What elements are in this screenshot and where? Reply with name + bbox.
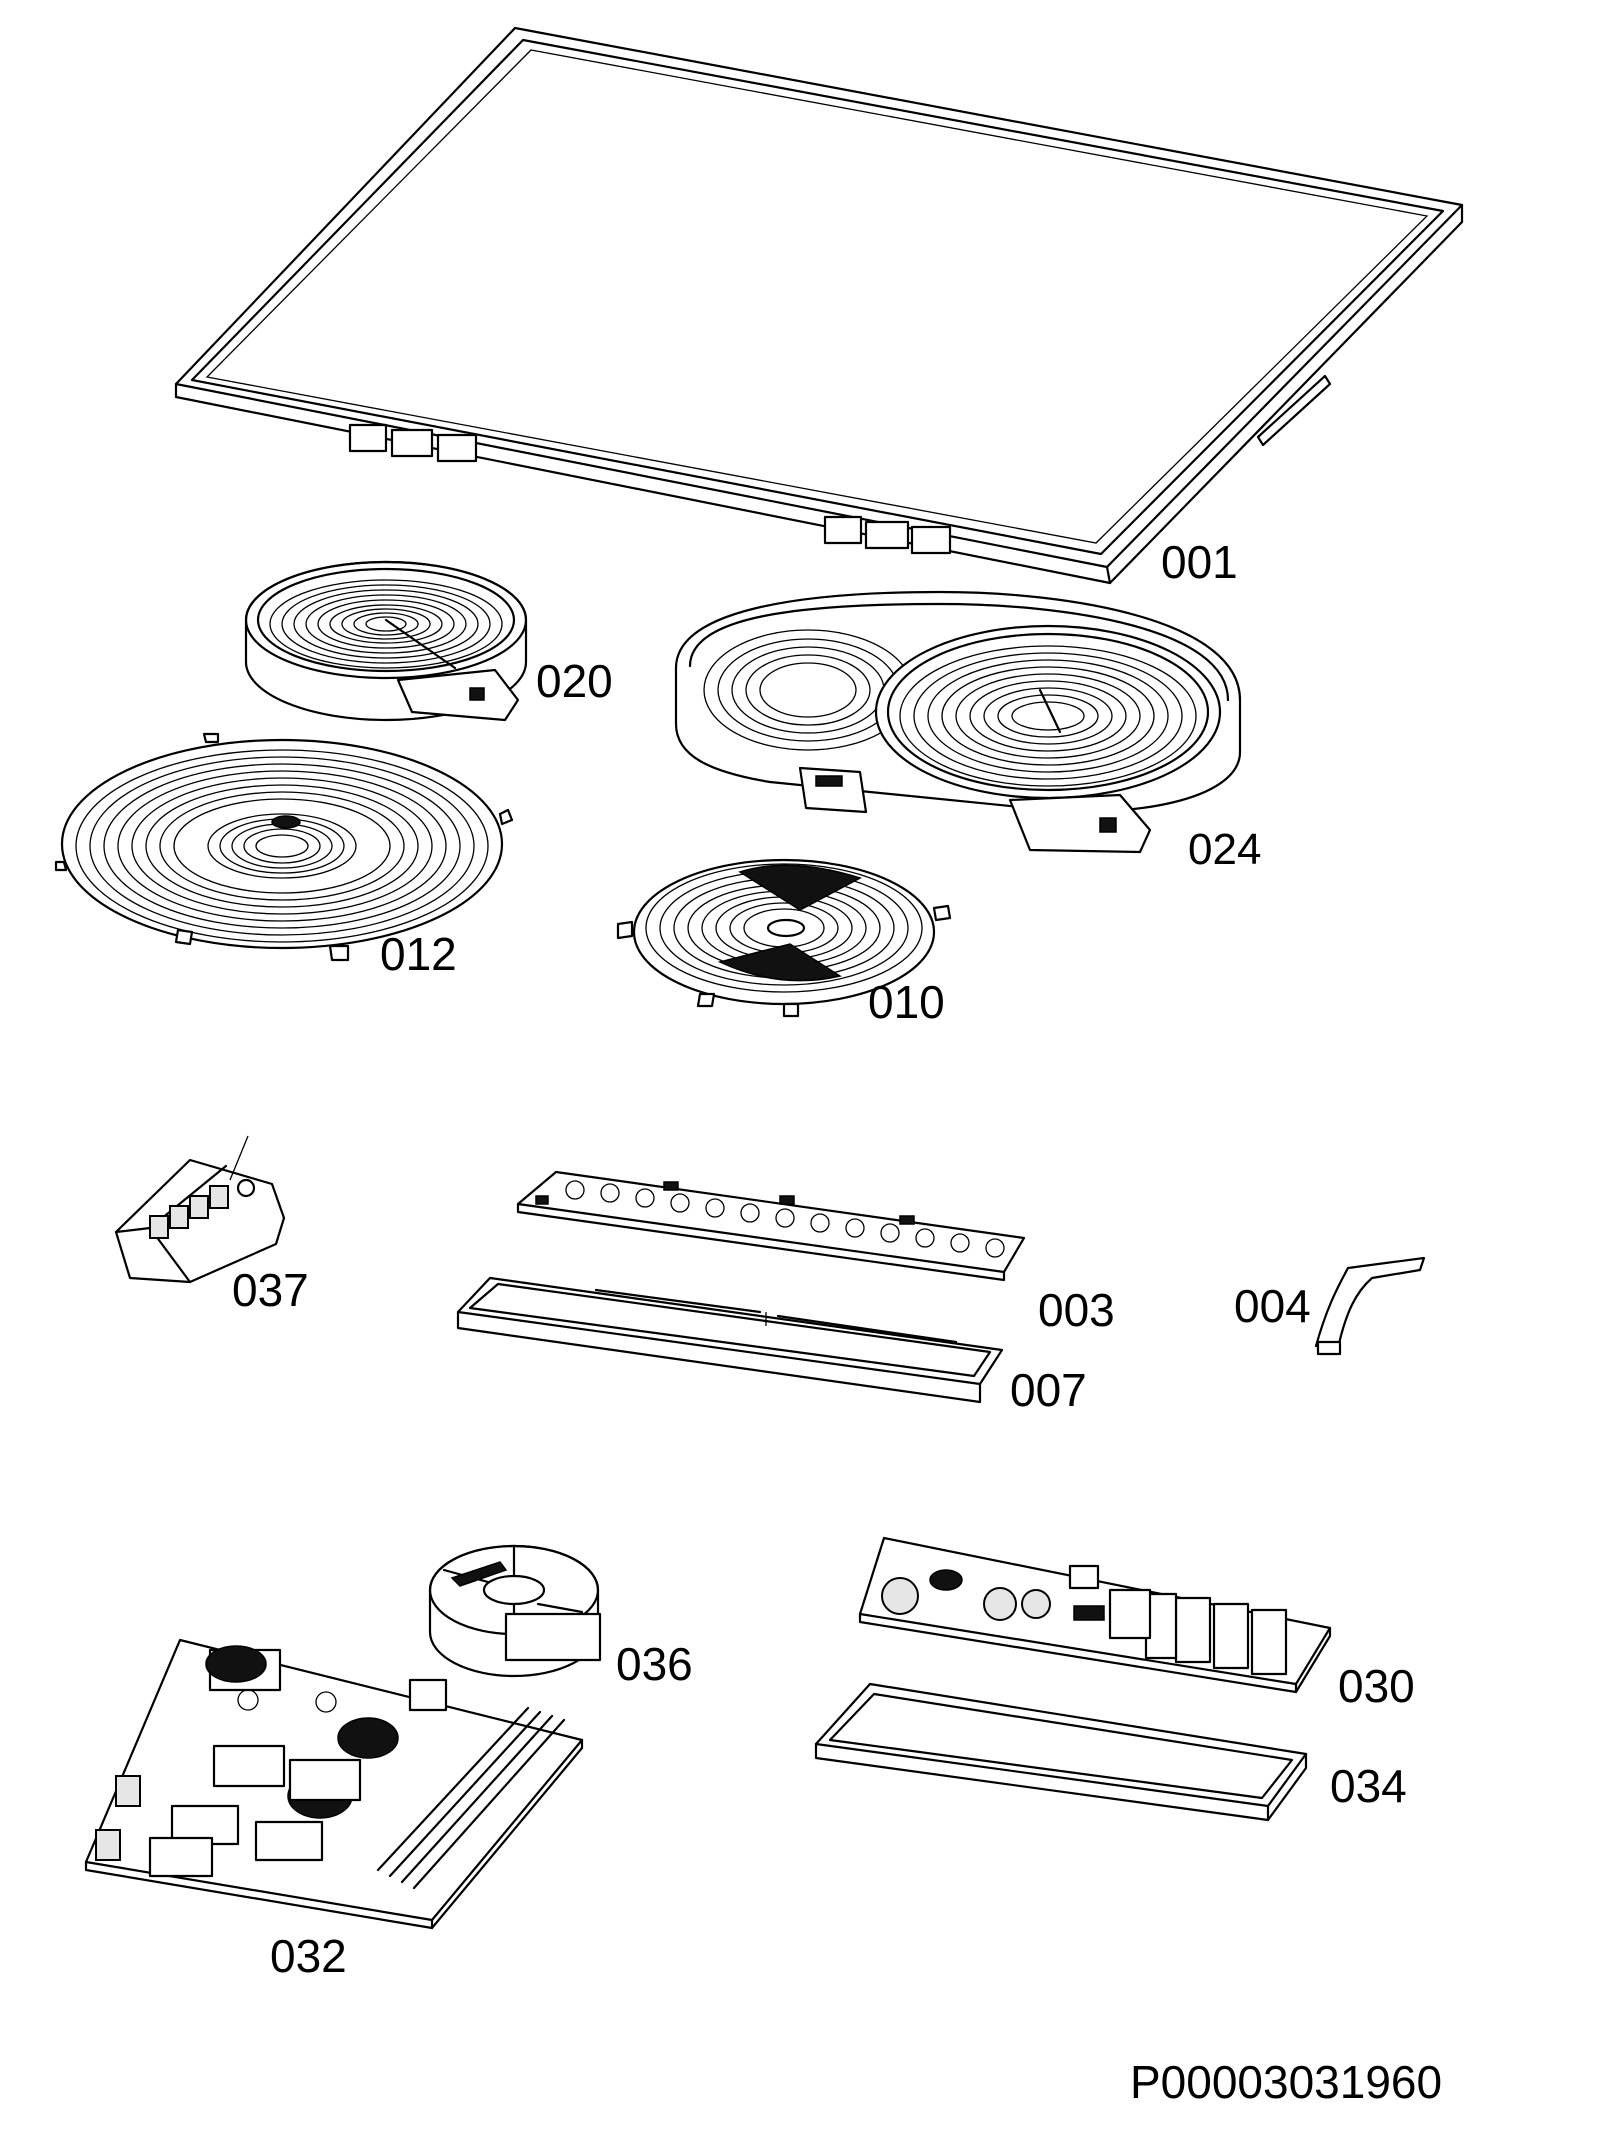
control-board-housing-drawing — [456, 1276, 1004, 1404]
filter-board-tray-drawing — [814, 1682, 1308, 1822]
label-010: 010 — [868, 976, 945, 1028]
label-024: 024 — [1188, 825, 1261, 874]
heater-large-coil-drawing — [54, 732, 514, 962]
label-030: 030 — [1338, 1660, 1415, 1712]
heater-dual-right-coil — [899, 645, 1197, 787]
flat-cable-drawing — [1314, 1256, 1426, 1356]
label-004: 004 — [1234, 1280, 1311, 1332]
label-034: 034 — [1330, 1760, 1407, 1812]
drawing-code: P00003031960 — [1130, 2056, 1442, 2108]
filter-board-drawing — [858, 1536, 1332, 1694]
label-032: 032 — [270, 1930, 347, 1982]
control-board-drawing — [516, 1170, 1026, 1282]
power-board-drawing — [84, 1638, 584, 1930]
label-001: 001 — [1161, 536, 1238, 588]
heater-small-coil — [269, 579, 503, 669]
label-003: 003 — [1038, 1284, 1115, 1336]
heater-medium-coil-drawing — [616, 858, 952, 1018]
glass-top-drawing — [174, 26, 1464, 585]
cooling-fan-drawing — [428, 1544, 602, 1678]
label-036: 036 — [616, 1638, 693, 1690]
label-012: 012 — [380, 928, 457, 980]
heater-dual-oval-drawing — [674, 590, 1242, 854]
label-020: 020 — [536, 655, 613, 707]
heater-large-coil-rings — [75, 749, 489, 943]
label-007: 007 — [1010, 1364, 1087, 1416]
label-037: 037 — [232, 1264, 309, 1316]
terminal-block-drawing — [114, 1135, 286, 1284]
heater-small-drawing — [244, 560, 528, 722]
